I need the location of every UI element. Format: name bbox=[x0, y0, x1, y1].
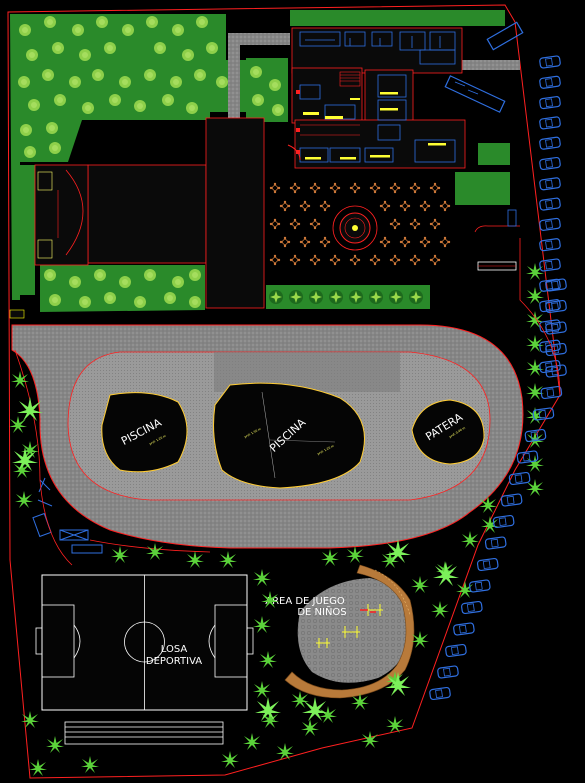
tree-icon bbox=[134, 100, 146, 112]
tree-icon bbox=[172, 24, 184, 36]
tree-icon bbox=[44, 269, 56, 281]
tree-icon bbox=[182, 49, 194, 61]
tree-icon bbox=[96, 16, 108, 28]
tree-icon bbox=[144, 69, 156, 81]
play-area-label-1: AREA DE JUEGO bbox=[265, 596, 345, 607]
building-hall bbox=[87, 164, 207, 264]
tree-icon bbox=[122, 24, 134, 36]
sports-field-label-1: LOSA bbox=[161, 644, 188, 655]
shrub-icon bbox=[269, 290, 283, 304]
tree-icon bbox=[164, 292, 176, 304]
tree-icon bbox=[26, 49, 38, 61]
tree-icon bbox=[94, 269, 106, 281]
tree-icon bbox=[194, 69, 206, 81]
lawn-west-strip bbox=[20, 165, 35, 295]
bleachers bbox=[64, 721, 224, 745]
play-equipment-left bbox=[32, 477, 103, 554]
entrance-curve bbox=[65, 169, 84, 256]
lawn-east-patch bbox=[478, 143, 510, 165]
tree-icon bbox=[20, 124, 32, 136]
tree-icon bbox=[52, 42, 64, 54]
tree-icon bbox=[18, 76, 30, 88]
tree-icon bbox=[119, 276, 131, 288]
lawn-lower bbox=[40, 265, 205, 312]
tree-icon bbox=[154, 42, 166, 54]
tree-icon bbox=[19, 24, 31, 36]
tree-icon bbox=[189, 269, 201, 281]
tree-icon bbox=[104, 292, 116, 304]
play-area-label-2: DE NIÑOS bbox=[297, 605, 346, 618]
tree-icon bbox=[272, 104, 284, 116]
pergola bbox=[474, 209, 520, 271]
tree-icon bbox=[119, 76, 131, 88]
pool-center bbox=[213, 382, 365, 489]
shrub-icon bbox=[409, 290, 423, 304]
tree-icon bbox=[170, 76, 182, 88]
tree-icon bbox=[146, 16, 158, 28]
tree-icon bbox=[162, 94, 174, 106]
sports-field bbox=[35, 574, 254, 711]
shrub-icon bbox=[309, 290, 323, 304]
shrub-icon bbox=[349, 290, 363, 304]
walkway-north bbox=[228, 33, 290, 125]
tree-icon bbox=[79, 49, 91, 61]
tree-icon bbox=[104, 42, 116, 54]
building-north bbox=[287, 27, 466, 169]
tree-icon bbox=[206, 42, 218, 54]
tree-icon bbox=[49, 142, 61, 154]
tree-icon bbox=[172, 276, 184, 288]
parking-edge bbox=[519, 238, 561, 396]
shrub-icon bbox=[389, 290, 403, 304]
tree-icon bbox=[44, 16, 56, 28]
shrub-icon bbox=[289, 290, 303, 304]
lawn-northeast-strip bbox=[290, 10, 505, 26]
water-slides bbox=[444, 21, 524, 113]
lawn-east-corner bbox=[455, 172, 510, 205]
tree-icon bbox=[69, 76, 81, 88]
tree-icon bbox=[216, 76, 228, 88]
tree-icon bbox=[54, 94, 66, 106]
tree-icon bbox=[72, 24, 84, 36]
tree-icon bbox=[79, 296, 91, 308]
tree-icon bbox=[144, 269, 156, 281]
tree-icon bbox=[42, 69, 54, 81]
tree-icon bbox=[24, 146, 36, 158]
tree-icon bbox=[134, 296, 146, 308]
site-boundary bbox=[7, 4, 561, 779]
tree-icon bbox=[186, 102, 198, 114]
sports-field-label-2: DEPORTIVA bbox=[146, 656, 202, 667]
lawn-north bbox=[10, 14, 246, 300]
tree-icon bbox=[250, 66, 262, 78]
tree-icon bbox=[28, 99, 40, 111]
fountain-icon bbox=[332, 205, 378, 251]
shrub-icon bbox=[369, 290, 383, 304]
tree-icon bbox=[196, 16, 208, 28]
tree-icon bbox=[49, 294, 61, 306]
tree-icon bbox=[252, 94, 264, 106]
shrub-icon bbox=[329, 290, 343, 304]
pool-left bbox=[101, 392, 188, 473]
pool-right bbox=[411, 399, 485, 465]
tree-icon bbox=[69, 276, 81, 288]
tree-icon bbox=[82, 102, 94, 114]
tree-icon bbox=[92, 69, 104, 81]
children-play-area bbox=[284, 564, 415, 699]
building-hall-2 bbox=[205, 117, 265, 309]
tree-icon bbox=[109, 94, 121, 106]
building-entrance bbox=[34, 164, 89, 266]
tree-icon bbox=[189, 296, 201, 308]
tree-icon bbox=[46, 122, 58, 134]
tree-icon bbox=[269, 79, 281, 91]
